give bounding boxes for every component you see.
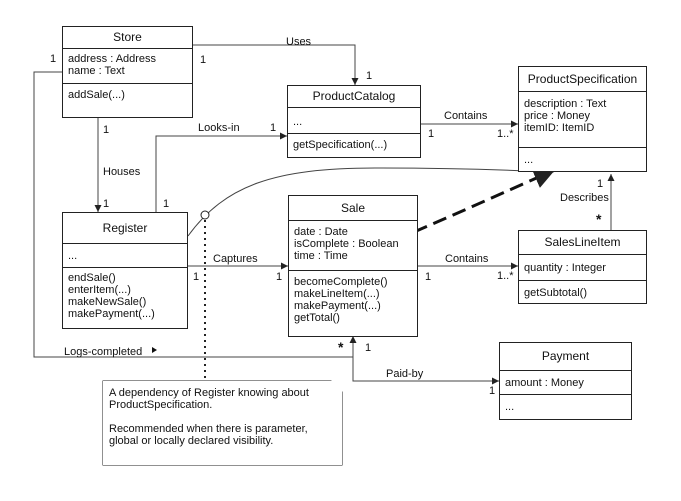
operations-section: endSale() enterItem(...) makeNewSale() m… (63, 268, 187, 322)
class-sales-line-item[interactable]: SalesLineItem quantity : Integer getSubt… (518, 230, 647, 304)
uses-multiplicity-catalog: 1 (366, 70, 373, 82)
captures-multiplicity-sale: 1 (276, 271, 283, 283)
logs-completed-direction-icon (152, 347, 157, 353)
class-name: Store (63, 27, 192, 49)
note-line: ProductSpecification. (109, 399, 213, 411)
looks-in-multiplicity-catalog: 1 (270, 122, 277, 134)
paid-by-label: Paid-by (386, 368, 424, 380)
attribute: time : Time (294, 250, 348, 262)
operations-section: getSpecification(...) (288, 134, 420, 153)
attribute: ... (68, 250, 78, 262)
operation: getSpecification(...) (293, 139, 388, 151)
paid-by-association-line (352, 337, 499, 385)
contains-multiplicity-sale: 1 (425, 271, 432, 283)
captures-multiplicity-register: 1 (193, 271, 200, 283)
class-register[interactable]: Register ... endSale() enterItem(...) ma… (62, 212, 188, 329)
attributes-section: quantity : Integer (519, 255, 646, 281)
class-store[interactable]: Store address : Address name : Text addS… (62, 26, 193, 118)
logs-completed-association-line (33, 71, 357, 358)
houses-multiplicity-store: 1 (103, 124, 110, 136)
class-name: Register (63, 213, 187, 244)
attributes-section: ... (63, 244, 187, 268)
attribute: description : Text (524, 98, 607, 110)
dependency-dashed-line (413, 168, 556, 234)
looks-in-association-line (155, 132, 287, 212)
class-product-specification[interactable]: ProductSpecification description : Text … (518, 66, 647, 172)
operation: getTotal() (294, 312, 340, 324)
attributes-section: amount : Money (500, 371, 631, 395)
uses-association-line (193, 44, 359, 85)
attributes-section: date : Date isComplete : Boolean time : … (289, 221, 417, 271)
operations-section: addSale(...) (63, 84, 192, 103)
attribute: isComplete : Boolean (294, 238, 399, 250)
houses-label: Houses (103, 166, 141, 178)
attribute: quantity : Integer (524, 262, 606, 274)
describes-multiplicity-line: * (596, 211, 602, 227)
class-name: ProductSpecification (519, 67, 646, 92)
operation: makeNewSale() (68, 296, 147, 308)
class-name: ProductCatalog (288, 86, 420, 108)
looks-in-multiplicity-register: 1 (163, 198, 170, 210)
note-line: Recommended when there is parameter, (109, 423, 308, 435)
uses-multiplicity-store: 1 (200, 54, 207, 66)
describes-multiplicity-spec: 1 (597, 178, 604, 190)
class-sale[interactable]: Sale date : Date isComplete : Boolean ti… (288, 195, 418, 337)
captures-label: Captures (213, 253, 258, 265)
class-payment[interactable]: Payment amount : Money ... (499, 342, 632, 420)
paid-by-multiplicity-payment: 1 (489, 385, 496, 397)
attribute: price : Money (524, 110, 591, 122)
contains-multiplicity-line: 1..* (497, 270, 514, 282)
paid-by-multiplicity-sale: 1 (365, 342, 372, 354)
contains-multiplicity-spec: 1..* (497, 128, 514, 140)
operations-section: ... (519, 148, 646, 168)
dependency-note: A dependency of Register knowing about P… (103, 381, 342, 465)
operations-section: becomeComplete() makeLineItem(...) makeP… (289, 271, 417, 326)
attribute: amount : Money (505, 377, 584, 389)
class-name: SalesLineItem (519, 231, 646, 255)
note-anchor-circle (200, 210, 210, 220)
operation: ... (505, 401, 515, 413)
operation: getSubtotal() (524, 287, 587, 299)
class-product-catalog[interactable]: ProductCatalog ... getSpecification(...) (287, 85, 421, 158)
describes-label: Describes (560, 192, 609, 204)
logs-completed-multiplicity-sale: * (338, 339, 344, 355)
attribute: date : Date (294, 226, 348, 238)
operation: ... (524, 154, 534, 166)
attributes-section: description : Text price : Money itemID:… (519, 92, 646, 148)
uses-label: Uses (286, 36, 312, 48)
attribute: ... (293, 116, 303, 128)
operation: makeLineItem(...) (294, 288, 380, 300)
attributes-section: ... (288, 108, 420, 134)
attribute: itemID: ItemID (524, 122, 595, 134)
logs-completed-multiplicity-store: 1 (50, 53, 57, 65)
operation: endSale() (68, 272, 116, 284)
attribute: address : Address (68, 53, 157, 65)
operations-section: getSubtotal() (519, 281, 646, 301)
contains-catalog-label: Contains (444, 110, 488, 122)
note-spacer (109, 411, 336, 423)
class-name: Payment (500, 343, 631, 371)
looks-in-label: Looks-in (198, 122, 240, 134)
register-spec-curve (187, 167, 552, 237)
operation: enterItem(...) (68, 284, 131, 296)
contains-sale-label: Contains (445, 253, 489, 265)
operation: makePayment(...) (68, 308, 155, 320)
operation: makePayment(...) (294, 300, 381, 312)
attribute: name : Text (68, 65, 125, 77)
logs-completed-label: Logs-completed (64, 346, 143, 358)
operation: addSale(...) (68, 89, 125, 101)
houses-multiplicity-register: 1 (103, 198, 110, 210)
contains-multiplicity-catalog: 1 (428, 128, 435, 140)
note-line: global or locally declared visibility. (109, 435, 274, 447)
operations-section: ... (500, 395, 631, 415)
operation: becomeComplete() (294, 276, 388, 288)
note-line: A dependency of Register knowing about (109, 387, 309, 399)
attributes-section: address : Address name : Text (63, 49, 192, 84)
class-name: Sale (289, 196, 417, 221)
